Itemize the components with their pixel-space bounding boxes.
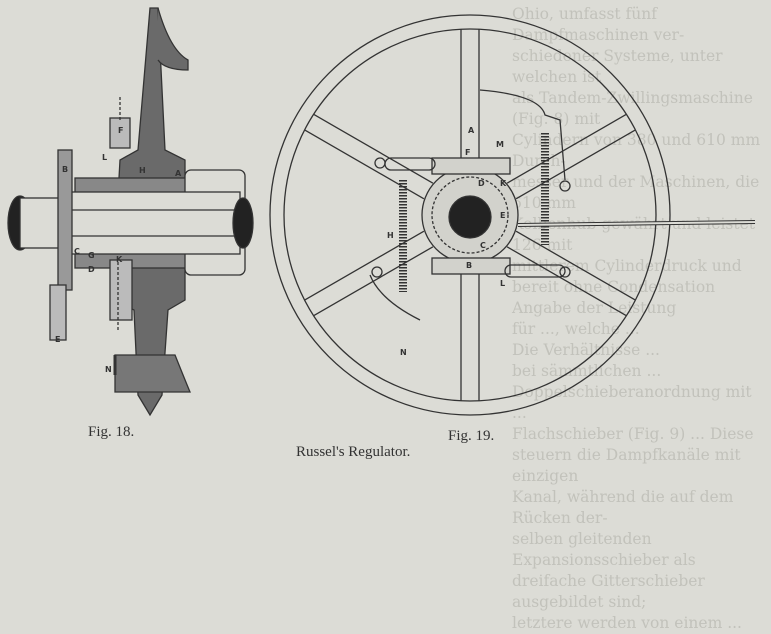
label-D: D <box>478 179 485 188</box>
label-C: C <box>74 247 80 256</box>
fig19-labels: A F M K D H B C L E N <box>387 126 507 357</box>
wheel-spoke <box>304 230 425 301</box>
fig19-drawing <box>269 14 756 416</box>
label-B: B <box>466 261 472 270</box>
fig19-caption: Fig. 19. <box>448 428 495 444</box>
label-C: C <box>480 241 486 250</box>
bleed-line: für ..., welche ... <box>512 320 640 338</box>
wheel-spoke <box>304 129 425 200</box>
fig18-caption: Fig. 18. <box>88 424 135 440</box>
label-F: F <box>465 148 470 157</box>
bleed-line: Angabe der Leistung <box>512 299 677 317</box>
label-E: E <box>500 211 505 220</box>
bleed-line: bei sämmtlichen ... <box>512 362 662 380</box>
wheel-spoke <box>515 129 636 200</box>
label-A: A <box>175 169 182 178</box>
label-N: N <box>400 348 407 357</box>
label-F: F <box>118 126 123 135</box>
bleed-line: schiedener Systeme, unter welchen ist <box>512 47 723 86</box>
wheel-spoke <box>506 246 627 317</box>
bleed-line: Flachschieber (Fig. 9) ... Diese <box>512 425 754 443</box>
wheel-spoke <box>313 113 434 184</box>
label-L: L <box>500 279 505 288</box>
label-G: G <box>88 251 95 260</box>
bleed-line: Die Verhältnisse ... <box>512 341 660 359</box>
label-H: H <box>387 231 394 240</box>
bleed-line: selben gleitenden Expansionsschieber als <box>512 530 696 569</box>
wheel-spoke <box>506 113 627 184</box>
bleed-line: messer und der Maschinen, die 610 mm <box>512 173 760 212</box>
bleed-line: letztere werden von einem ... <box>512 614 742 632</box>
label-B: B <box>62 165 68 174</box>
fig18-labels: F L H A B C G D K E N <box>55 126 182 374</box>
figures: F L H A B C G D K E N A F M K D H <box>7 7 756 417</box>
label-L: L <box>102 153 107 162</box>
label-H: H <box>139 166 146 175</box>
label-D: D <box>88 265 95 274</box>
label-K: K <box>116 255 123 264</box>
fig18-drawing <box>7 7 254 417</box>
bleed-line: Kanal, während die auf dem Rücken der- <box>512 488 734 527</box>
label-E: E <box>55 335 60 344</box>
label-K: K <box>500 179 507 188</box>
label-N: N <box>105 365 112 374</box>
wheel-spoke <box>515 230 636 301</box>
label-A: A <box>468 126 475 135</box>
bleed-line: dreifache Gitterschieber ausgebildet sin… <box>512 572 705 611</box>
bleed-line: Ohio, umfasst fünf Dampfmaschinen ver- <box>512 5 685 44</box>
figure-title: Russel's Regulator. <box>296 444 411 460</box>
label-M: M <box>496 140 504 149</box>
